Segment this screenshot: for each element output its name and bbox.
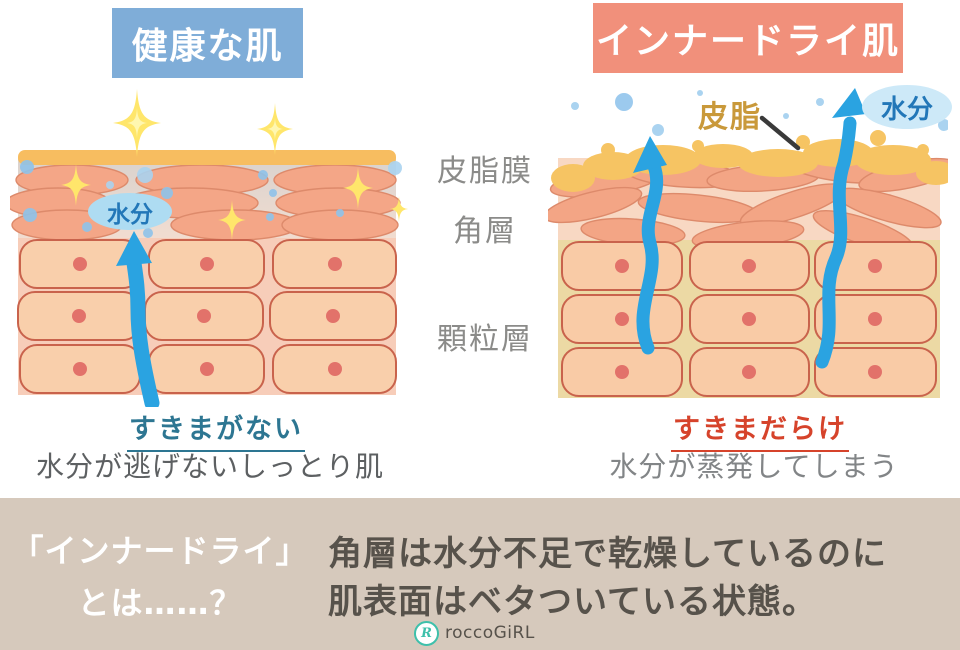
moisture-bubble: 水分 [88, 193, 172, 230]
footer-answer-line1: 角層は水分不足で乾燥しているのに [328, 534, 887, 574]
footer-answer-line2: 肌表面はベタついている状態。 [328, 582, 817, 622]
sebum-label: 皮脂 [698, 100, 762, 135]
inner-dry-keyword: すきまだらけ [640, 407, 880, 452]
cell-nucleus [72, 257, 342, 376]
layer-label-stratum-corneum: 角層 [453, 214, 517, 249]
healthy-skin-diagram [10, 89, 408, 407]
inner-dry-skin-title: インナードライ肌 [593, 3, 903, 73]
brand-logo: R roccoGiRL [414, 620, 535, 646]
sebum-pointer-line [759, 115, 801, 151]
moisture-escape-arrow-icon [633, 88, 866, 369]
moisture-arrow-up-icon [116, 231, 160, 407]
water-drop-icon [20, 160, 402, 238]
corneocyte-layer [10, 164, 401, 241]
healthy-skin-title: 健康な肌 [112, 8, 303, 78]
inner-dry-skin-diagram [548, 88, 948, 398]
layer-label-granular-layer: 顆粒層 [437, 322, 533, 357]
footer-question-line1: 「インナードライ」 [11, 532, 309, 570]
moisture-bubble: 水分 [862, 85, 952, 129]
layer-label-sebum-film: 皮脂膜 [437, 154, 533, 189]
brand-icon: R [414, 620, 439, 646]
sebum-film-bar [18, 150, 396, 165]
inner-dry-description: 水分が蒸発してしまう [609, 450, 899, 483]
healthy-keyword: すきまがない [96, 407, 336, 452]
explanation-band: 「インナードライ」 とは……？ 角層は水分不足で乾燥しているのに 肌表面はベタつ… [0, 498, 960, 650]
cell-nucleus [615, 259, 882, 379]
brand-name: roccoGiRL [445, 623, 535, 643]
footer-question-line2: とは……？ [77, 584, 243, 622]
healthy-description: 水分が逃げないしっとり肌 [35, 450, 384, 483]
